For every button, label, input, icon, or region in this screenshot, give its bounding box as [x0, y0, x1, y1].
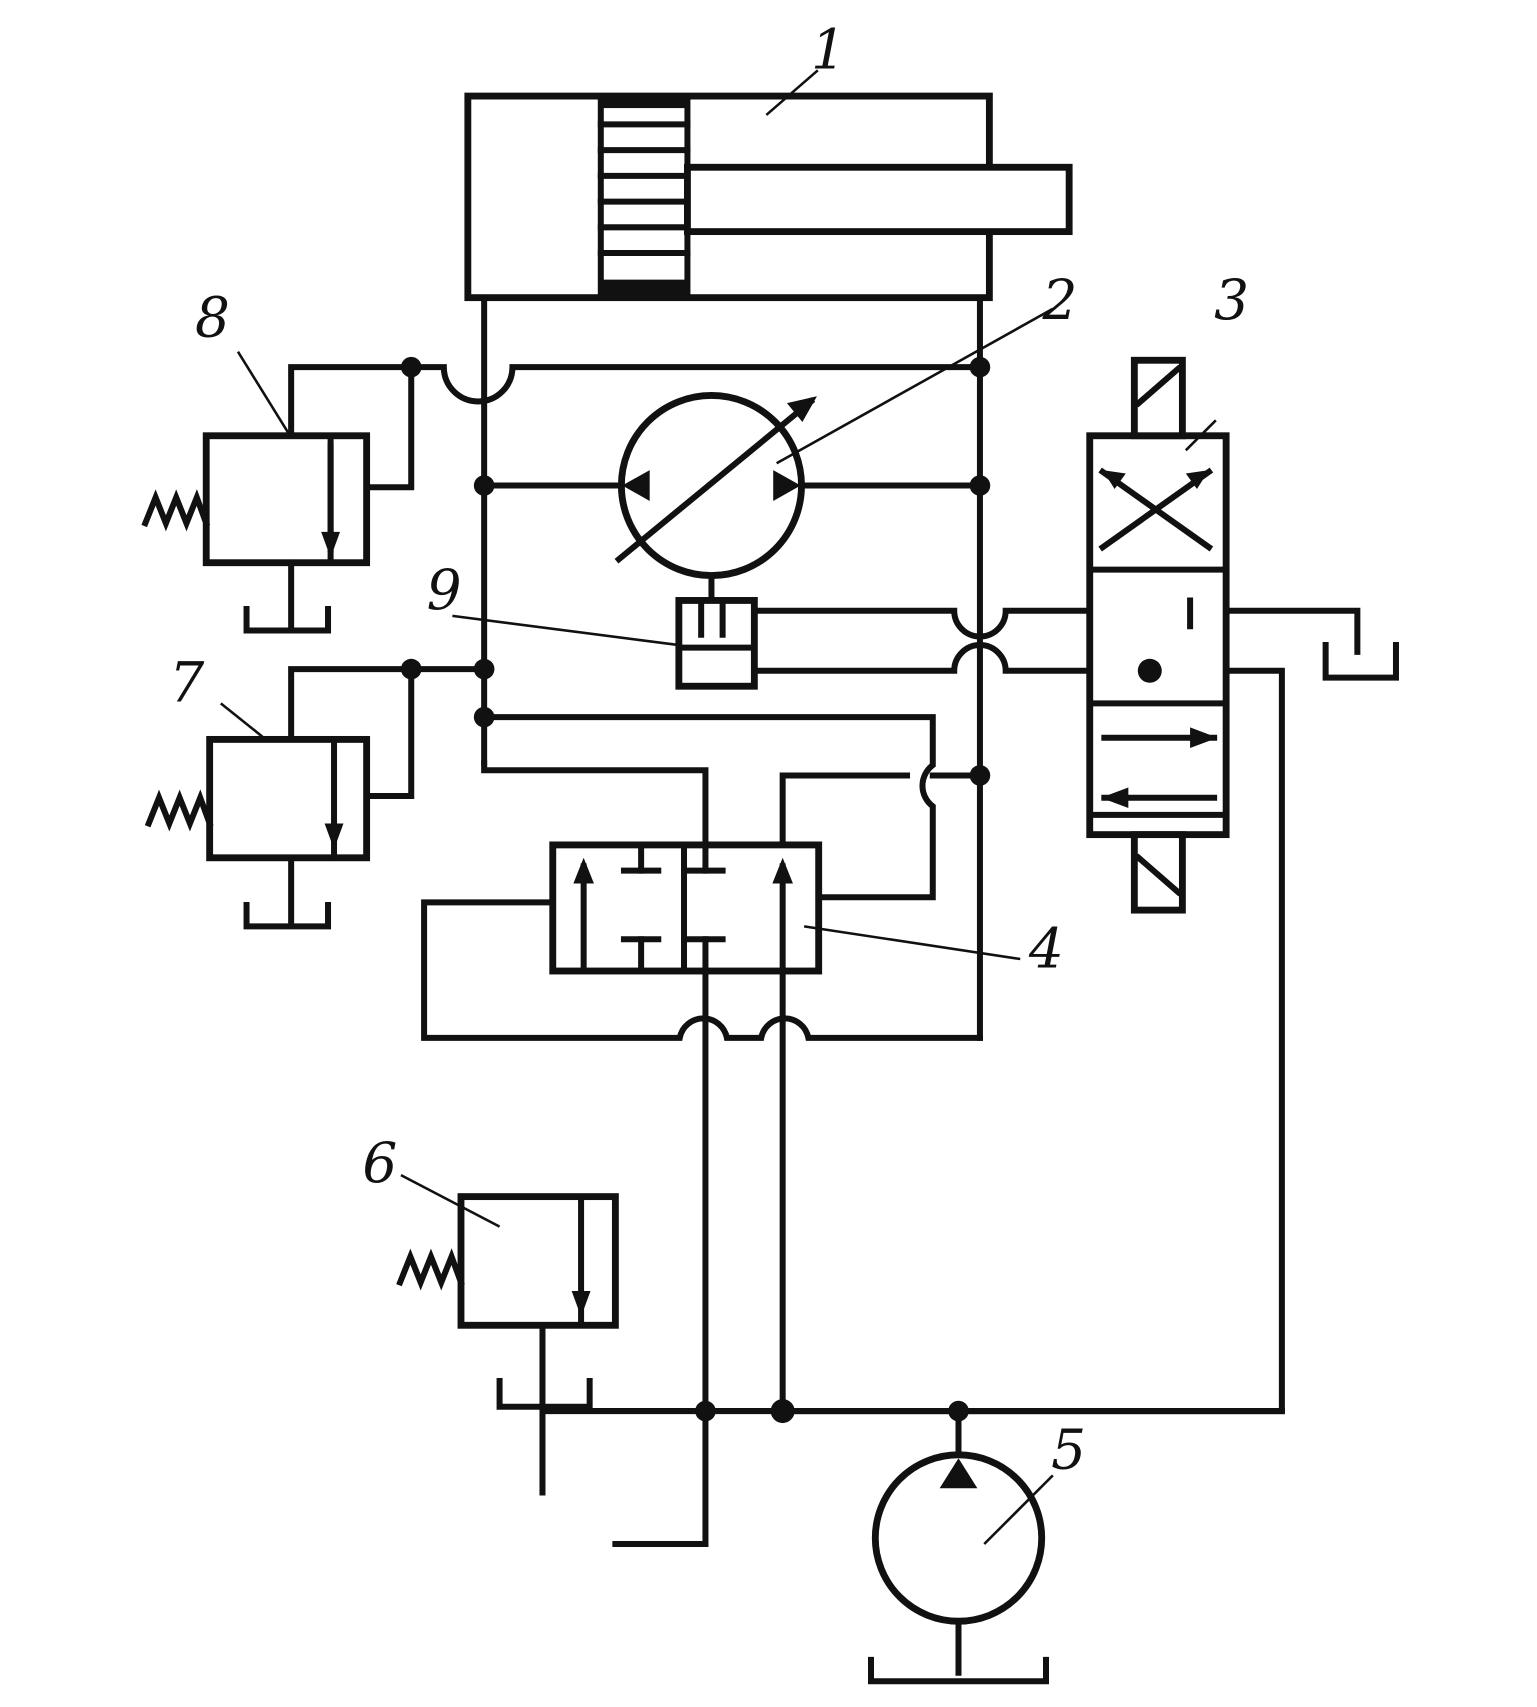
tank-right: [1322, 642, 1399, 681]
control-valve: [549, 841, 1021, 975]
label-relief-valve-6: 6: [362, 1131, 397, 1195]
label-control-valve: 4: [1028, 917, 1064, 981]
cylinder: [464, 69, 1073, 302]
servo-cylinder: [452, 597, 758, 690]
label-relief-valve-8: 8: [195, 285, 230, 349]
label-relief-valve-7: 7: [169, 651, 204, 715]
pump: [868, 1451, 1054, 1685]
label-servo-cylinder: 9: [427, 558, 462, 622]
label-pump: 5: [1051, 1418, 1086, 1482]
label-cylinder: 1: [811, 18, 846, 82]
directional-valve: [1086, 356, 1230, 914]
relief-valve-6: [396, 1174, 619, 1410]
label-directional-valve: 3: [1214, 268, 1249, 332]
piston-hatching: [597, 96, 691, 298]
hydraulic-motor: [614, 307, 1054, 604]
junction-dots: [400, 356, 1162, 1424]
piston-rod: [684, 163, 1073, 236]
relief-valve-7: [144, 702, 371, 930]
label-hydraulic-motor: 2: [1042, 268, 1078, 332]
relief-valve-8: [141, 351, 371, 634]
